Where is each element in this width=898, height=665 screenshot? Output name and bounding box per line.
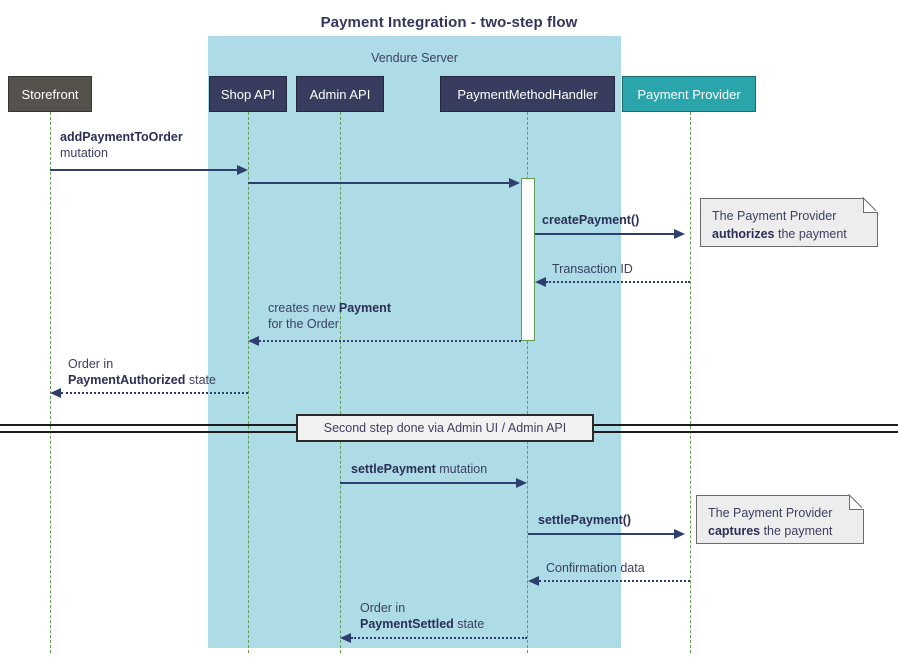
participant-label-shop-api: Shop API xyxy=(220,86,276,102)
message-line-order-payment-authorized xyxy=(61,392,248,394)
message-line-shop-api-to-handler xyxy=(248,182,510,184)
message-label-creates-new-bold: Payment xyxy=(338,301,391,315)
note-fold-icon xyxy=(863,198,878,213)
message-label-add-payment-bold: addPaymentToOrder xyxy=(60,130,183,144)
divider-label: Second step done via Admin UI / Admin AP… xyxy=(323,421,567,435)
participant-admin-api[interactable]: Admin API xyxy=(296,76,384,112)
message-label-creates-new-payment: creates new Payment for the Order xyxy=(268,300,391,332)
message-label-confirmation-data: Confirmation data xyxy=(546,560,645,576)
message-label-payment-settled-bold: PaymentSettled xyxy=(360,617,454,631)
message-line-confirmation-data xyxy=(539,580,690,582)
lifeline-admin-api xyxy=(340,112,341,653)
group-box-vendure-server xyxy=(208,36,621,648)
message-arrowhead-shop-api-to-handler xyxy=(509,178,520,188)
group-label-vendure-server: Vendure Server xyxy=(371,51,458,65)
message-label-payment-authorized-bold: PaymentAuthorized xyxy=(68,373,186,387)
message-arrowhead-settle-payment-call xyxy=(674,529,685,539)
lifeline-payment-provider xyxy=(690,112,691,653)
message-arrowhead-order-payment-authorized xyxy=(50,388,61,398)
message-label-creates-new-plain: creates new xyxy=(268,301,339,315)
note-captures-line1: The Payment Provider xyxy=(708,506,833,520)
message-arrowhead-confirmation-data xyxy=(528,576,539,586)
message-label-settle-payment-bold: settlePayment xyxy=(351,462,436,476)
message-line-order-payment-settled xyxy=(351,637,527,639)
message-label-order-in-2: Order in xyxy=(360,601,406,615)
message-arrowhead-settle-payment-mutation xyxy=(516,478,527,488)
message-label-order-payment-authorized: Order in PaymentAuthorized state xyxy=(68,356,216,388)
message-arrowhead-add-payment-to-order xyxy=(237,165,248,175)
participant-label-payment-method-handler: PaymentMethodHandler xyxy=(457,86,598,102)
participant-label-storefront: Storefront xyxy=(21,86,79,102)
participant-storefront[interactable]: Storefront xyxy=(8,76,92,112)
message-label-order-payment-settled: Order in PaymentSettled state xyxy=(360,600,484,632)
note-captures-bold: captures xyxy=(708,524,761,538)
message-line-creates-new-payment xyxy=(259,340,521,342)
note-authorizes: The Payment Provider authorizes the paym… xyxy=(700,198,878,247)
activation-bar-payment-method-handler xyxy=(521,178,535,341)
message-line-create-payment xyxy=(535,233,675,235)
message-label-create-payment: createPayment() xyxy=(542,212,639,228)
participant-label-admin-api: Admin API xyxy=(309,86,371,102)
message-label-transaction-id-text: Transaction ID xyxy=(552,262,633,276)
message-line-transaction-id xyxy=(546,281,690,283)
message-label-for-the-order: for the Order xyxy=(268,317,339,331)
message-arrowhead-creates-new-payment xyxy=(248,336,259,346)
message-label-add-payment-to-order: addPaymentToOrder mutation xyxy=(60,129,183,161)
participant-shop-api[interactable]: Shop API xyxy=(209,76,287,112)
participant-payment-provider[interactable]: Payment Provider xyxy=(622,76,756,112)
note-authorizes-bold: authorizes xyxy=(712,227,775,241)
message-label-state-suffix-2: state xyxy=(453,617,485,631)
message-label-add-payment-plain: mutation xyxy=(60,146,108,160)
message-arrowhead-create-payment xyxy=(674,229,685,239)
diagram-title: Payment Integration - two-step flow xyxy=(320,14,578,31)
lifeline-payment-method-handler xyxy=(527,112,528,653)
message-label-state-suffix: state xyxy=(185,373,216,387)
divider-box-second-step: Second step done via Admin UI / Admin AP… xyxy=(296,414,594,442)
note-captures-tail: the payment xyxy=(760,524,833,538)
participant-payment-method-handler[interactable]: PaymentMethodHandler xyxy=(440,76,615,112)
note-authorizes-line1: The Payment Provider xyxy=(712,209,837,223)
note-captures: The Payment Provider captures the paymen… xyxy=(696,495,864,544)
message-label-order-in: Order in xyxy=(68,357,114,371)
message-line-add-payment-to-order xyxy=(50,169,238,171)
message-label-confirmation-data-text: Confirmation data xyxy=(546,561,645,575)
message-label-mutation-suffix: mutation xyxy=(435,462,488,476)
message-label-settle-payment-call: settlePayment() xyxy=(538,512,631,528)
message-label-transaction-id: Transaction ID xyxy=(552,261,633,277)
message-label-settle-payment-call-bold: settlePayment() xyxy=(538,513,632,527)
message-label-settle-payment-mutation: settlePayment mutation xyxy=(351,461,487,477)
message-label-create-payment-bold: createPayment() xyxy=(542,213,640,227)
note-authorizes-tail: the payment xyxy=(774,227,847,241)
message-line-settle-payment-mutation xyxy=(340,482,517,484)
lifeline-storefront xyxy=(50,112,51,653)
message-arrowhead-order-payment-settled xyxy=(340,633,351,643)
note-fold-icon xyxy=(849,495,864,510)
message-line-settle-payment-call xyxy=(528,533,675,535)
lifeline-shop-api xyxy=(248,112,249,653)
participant-label-payment-provider: Payment Provider xyxy=(637,86,741,102)
message-arrowhead-transaction-id xyxy=(535,277,546,287)
